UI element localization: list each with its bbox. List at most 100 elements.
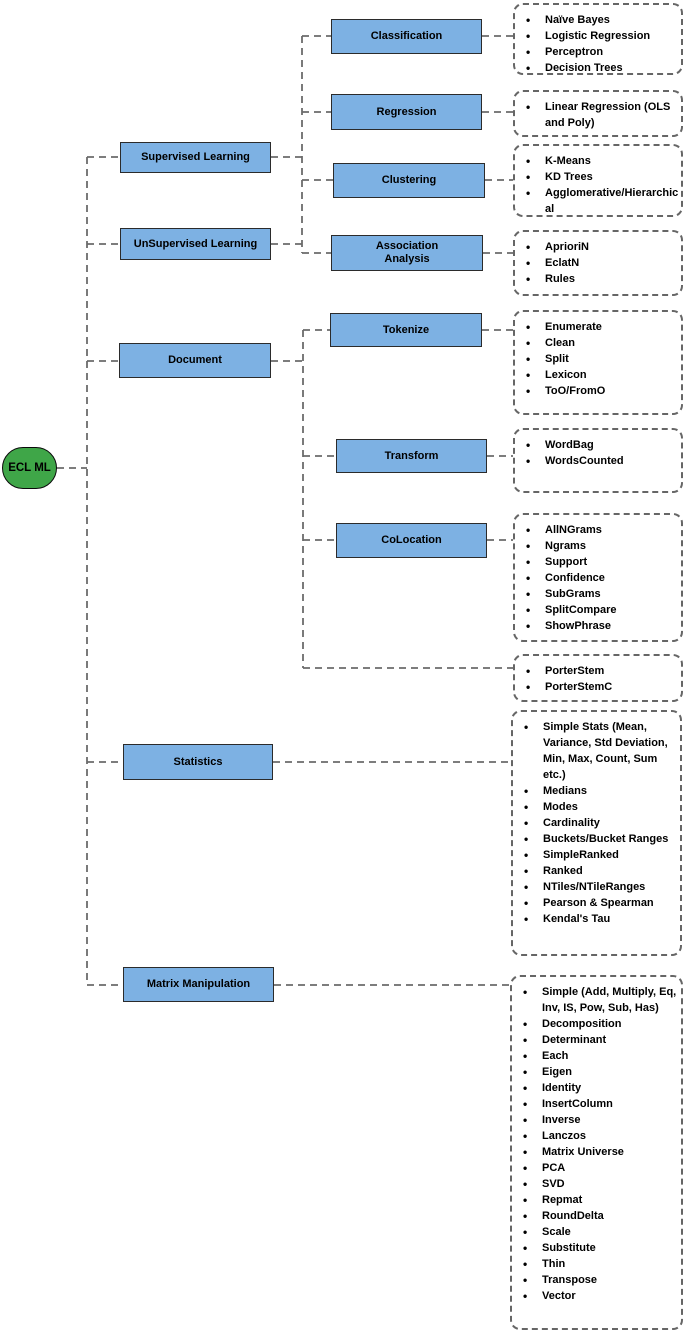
list-item: NTiles/NTileRanges [524,879,678,895]
node-label: UnSupervised Learning [133,237,258,250]
list-item: Modes [524,799,678,815]
list-item: K-Means [526,153,679,169]
list-item: Simple (Add, Multiply, Eq, Inv, IS, Pow,… [523,984,679,1016]
node-transform: Transform [336,439,487,473]
list-transform-methods: WordBagWordsCounted [513,428,683,493]
bullet-list: AllNGramsNgramsSupportConfidenceSubGrams… [515,515,681,641]
list-item: SVD [523,1176,679,1192]
list-item: Substitute [523,1240,679,1256]
node-document: Document [119,343,271,378]
root-node-label: ECL ML [8,462,51,474]
node-label: Transform [384,449,439,462]
list-item: ShowPhrase [526,618,679,634]
node-classification: Classification [331,19,482,54]
list-item: Rules [526,271,679,287]
list-item: Medians [524,783,678,799]
bullet-list: Linear Regression (OLS and Poly) [515,92,681,138]
list-item: Inverse [523,1112,679,1128]
list-porter-stem-methods: PorterStemPorterStemC [513,654,683,702]
list-association-analysis-methods: AprioriNEclatNRules [513,230,683,296]
list-item: Ngrams [526,538,679,554]
list-item: Naïve Bayes [526,12,679,28]
list-item: Support [526,554,679,570]
list-item: RoundDelta [523,1208,679,1224]
node-colocation: CoLocation [336,523,487,558]
bullet-list: WordBagWordsCounted [515,430,681,476]
list-item: PorterStem [526,663,679,679]
list-item: Split [526,351,679,367]
list-item: Determinant [523,1032,679,1048]
list-item: Eigen [523,1064,679,1080]
node-label: Regression [376,105,437,118]
connector-root-trunk [57,156,123,986]
node-label: CoLocation [381,534,442,546]
list-item: PCA [523,1160,679,1176]
list-item: Decomposition [523,1016,679,1032]
node-tokenize: Tokenize [330,313,482,347]
list-item: Decision Trees [526,60,679,76]
node-label: Clustering [381,174,437,186]
list-item: Vector [523,1288,679,1304]
connector-level2-to-lists [482,35,513,541]
list-item: Cardinality [524,815,678,831]
connector-learning-trunk [271,35,333,254]
bullet-list: Simple (Add, Multiply, Eq, Inv, IS, Pow,… [512,977,681,1311]
connector-document-trunk [271,329,513,669]
list-item: SplitCompare [526,602,679,618]
node-label: Statistics [173,755,223,768]
list-item: Perceptron [526,44,679,60]
node-label: Document [168,354,222,366]
list-item: AprioriN [526,239,679,255]
list-item: Logistic Regression [526,28,679,44]
list-item: Buckets/Bucket Ranges [524,831,678,847]
list-statistics-methods: Simple Stats (Mean, Variance, Std Deviat… [511,710,682,956]
list-item: AllNGrams [526,522,679,538]
list-item: Scale [523,1224,679,1240]
node-label: Classification [370,30,443,42]
list-item: Identity [523,1080,679,1096]
list-item: Transpose [523,1272,679,1288]
list-item: ToO/FromO [526,383,679,399]
node-statistics: Statistics [123,744,273,780]
list-item: Simple Stats (Mean, Variance, Std Deviat… [524,719,678,783]
list-item: Kendal's Tau [524,911,678,927]
bullet-list: Simple Stats (Mean, Variance, Std Deviat… [513,712,680,934]
list-item: Confidence [526,570,679,586]
list-item: Linear Regression (OLS and Poly) [526,99,679,131]
list-regression-methods: Linear Regression (OLS and Poly) [513,90,683,137]
bullet-list: EnumerateCleanSplitLexiconToO/FromO [515,312,681,406]
list-item: Matrix Universe [523,1144,679,1160]
list-item: PorterStemC [526,679,679,695]
bullet-list: AprioriNEclatNRules [515,232,681,294]
node-label: Supervised Learning [141,151,250,163]
bullet-list: K-MeansKD TreesAgglomerative/Hierarchica… [515,146,681,224]
node-clustering: Clustering [333,163,485,198]
node-association-analysis: Association Analysis [331,235,483,271]
list-item: WordBag [526,437,679,453]
list-matrix-manipulation-methods: Simple (Add, Multiply, Eq, Inv, IS, Pow,… [510,975,683,1330]
node-label: Tokenize [382,323,430,336]
list-item: Clean [526,335,679,351]
list-item: WordsCounted [526,453,679,469]
bullet-list: Naïve BayesLogistic RegressionPerceptron… [515,5,681,83]
list-item: Lexicon [526,367,679,383]
root-node-ecl-ml: ECL ML [2,447,57,489]
node-supervised-learning: Supervised Learning [120,142,271,173]
list-item: SimpleRanked [524,847,678,863]
list-item: SubGrams [526,586,679,602]
list-item: Thin [523,1256,679,1272]
list-item: Ranked [524,863,678,879]
node-unsupervised-learning: UnSupervised Learning [120,228,271,260]
list-clustering-methods: K-MeansKD TreesAgglomerative/Hierarchica… [513,144,683,217]
list-item: Repmat [523,1192,679,1208]
list-colocation-methods: AllNGramsNgramsSupportConfidenceSubGrams… [513,513,683,642]
list-item: Pearson & Spearman [524,895,678,911]
list-item: Agglomerative/Hierarchical [526,185,679,217]
list-item: KD Trees [526,169,679,185]
list-tokenize-methods: EnumerateCleanSplitLexiconToO/FromO [513,310,683,415]
bullet-list: PorterStemPorterStemC [515,656,681,702]
node-label: Association Analysis [375,240,439,265]
node-regression: Regression [331,94,482,130]
list-item: InsertColumn [523,1096,679,1112]
